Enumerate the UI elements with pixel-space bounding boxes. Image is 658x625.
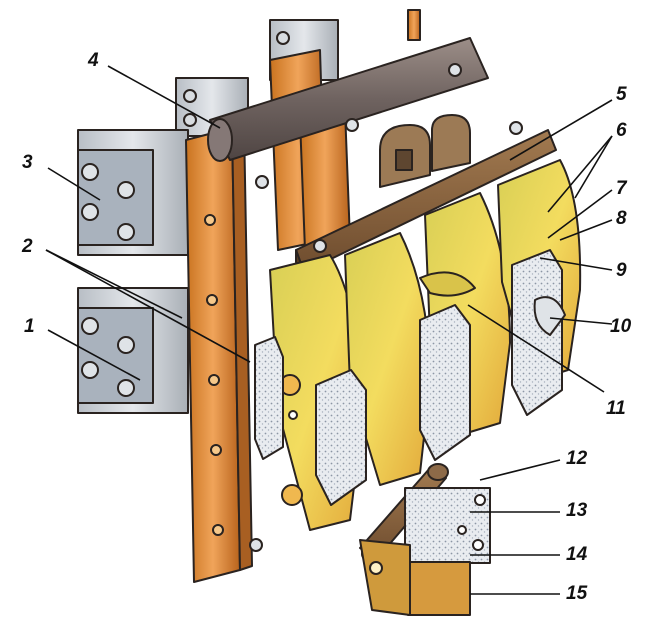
callout-4: 4 [87, 50, 99, 71]
arc-chute [419, 271, 566, 336]
callout-15: 15 [566, 583, 588, 604]
lower-busbar-terminal [77, 287, 189, 414]
callout-1: 1 [24, 316, 35, 337]
callout-9: 9 [616, 260, 627, 281]
fixed-contacts [254, 249, 563, 506]
callout-10: 10 [610, 316, 632, 337]
callout-12: 12 [566, 448, 588, 469]
upper-busbar-terminal [77, 129, 189, 256]
callout-3: 3 [22, 152, 33, 173]
callout-14: 14 [566, 544, 588, 565]
top-insulating-rod [207, 9, 489, 189]
callout-8: 8 [616, 208, 627, 229]
callout-7: 7 [616, 178, 628, 199]
auxiliary-switch [404, 487, 491, 564]
callout-5: 5 [616, 84, 627, 105]
callout-11: 11 [606, 398, 626, 419]
leader-lines [45, 65, 613, 595]
callout-6: 6 [616, 120, 627, 141]
switch-base [359, 539, 471, 616]
callout-2: 2 [21, 236, 33, 257]
callout-13: 13 [566, 500, 588, 521]
callout-labels: 1 2 3 4 5 6 7 8 9 10 11 12 13 14 15 [21, 50, 632, 604]
